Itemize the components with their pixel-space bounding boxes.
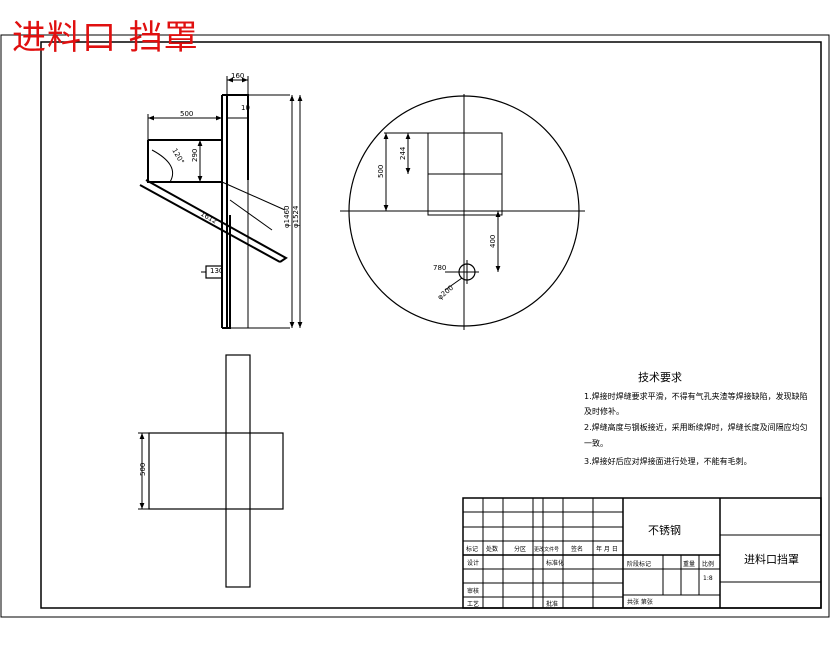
side-plate-outer [221, 95, 228, 328]
side-view-dims: 160 10 500 290 120° 1612 φ1460 φ1524 130 [170, 72, 300, 275]
drawing-title: 进料口 挡罩 [12, 18, 199, 58]
tech-heading: 技术要求 [638, 371, 682, 384]
header-sign: 签名 [571, 545, 583, 553]
dim-plate-thickness: 10 [241, 104, 250, 112]
label-review: 审核 [467, 587, 479, 595]
title-block [462, 497, 822, 609]
dim-top-width: 160 [231, 72, 244, 80]
header-count: 处数 [486, 545, 498, 553]
tech-line-5: 3.焊接好后应对焊接面进行处理，不能有毛刺。 [584, 456, 752, 466]
plan-view-dims: 244 500 400 780 φ200 [377, 146, 497, 301]
header-zone: 分区 [514, 545, 526, 553]
front-chute [148, 432, 284, 510]
tech-requirements: 技术要求 1.焊接时焊缝要求平滑，不得有气孔夹渣等焊接缺陷，发现缺陷 及时修补。… [584, 371, 808, 466]
dim-outer-diameter: φ1524 [292, 205, 300, 228]
tech-line-4: 一致。 [584, 438, 608, 448]
dim-hole-dia: φ200 [436, 284, 455, 302]
part-name: 进料口挡罩 [744, 552, 799, 566]
dim-overhang: 500 [180, 110, 193, 118]
dim-hole-x: 780 [433, 264, 446, 272]
front-plate [225, 354, 251, 588]
tech-line-1: 1.焊接时焊缝要求平滑，不得有气孔夹渣等焊接缺陷，发现缺陷 [584, 391, 808, 401]
label-approve: 批准 [546, 600, 558, 608]
label-standardize: 标准化 [546, 559, 564, 567]
front-view [138, 354, 284, 588]
sheet-info: 共张 第张 [627, 598, 653, 606]
tech-line-3: 2.焊缝高度与钢板接近，采用断续焊时，焊缝长度及间隔应均匀 [584, 422, 808, 432]
dim-opening-offset: 500 [377, 165, 385, 178]
material: 不锈钢 [648, 524, 681, 537]
header-change: 更改文件号 [534, 546, 559, 553]
header-mark: 标记 [466, 545, 478, 553]
dim-opening-height: 244 [399, 146, 407, 160]
side-plate-right [222, 94, 249, 329]
label-stage: 阶段标记 [627, 560, 651, 568]
scale-value: 1:8 [703, 575, 713, 582]
label-scale: 比例 [702, 560, 714, 568]
plan-view [340, 94, 585, 330]
dim-chute-height: 290 [191, 149, 199, 162]
dim-hole-offset: 400 [489, 235, 497, 248]
dim-front-width: 500 [139, 463, 147, 476]
chute [139, 139, 288, 263]
title-block-text: 不锈钢 进料口挡罩 标记 处数 分区 更改文件号 签名 年 月 日 设计 标准化… [466, 524, 799, 608]
dim-angle: 120° [170, 147, 185, 166]
label-weight: 重量 [683, 560, 695, 568]
dim-inner-diameter: φ1460 [283, 206, 291, 228]
dim-bracket: 130 [210, 267, 223, 275]
label-design: 设计 [467, 559, 479, 567]
side-view [139, 76, 303, 329]
inner-border [40, 41, 822, 609]
header-date: 年 月 日 [596, 545, 618, 553]
tech-line-2: 及时修补。 [584, 406, 624, 416]
outer-border [0, 34, 830, 618]
label-process: 工艺 [467, 600, 479, 608]
